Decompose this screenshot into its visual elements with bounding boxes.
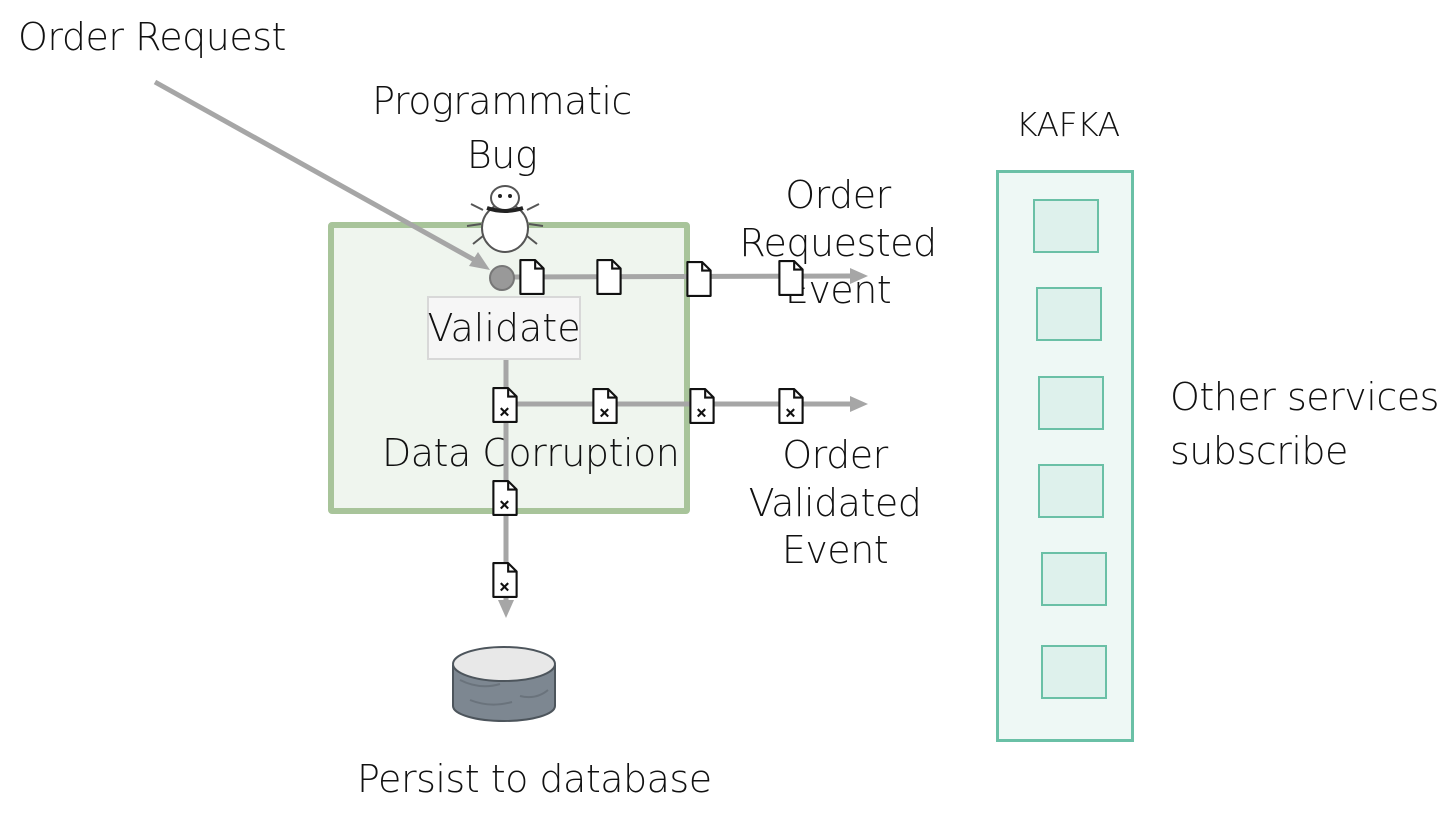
- kafka-partition: [1038, 376, 1104, 430]
- order-validated-arrow: [506, 396, 868, 412]
- order-request-label: Order Request: [18, 15, 286, 59]
- kafka-partition: [1041, 645, 1107, 699]
- validate-box: Validate: [427, 296, 581, 360]
- document-icon: [596, 259, 622, 295]
- kafka-partition: [1036, 287, 1102, 341]
- data-corruption-label: Data Corruption: [382, 431, 680, 475]
- database-icon: [452, 646, 556, 722]
- validate-label: Validate: [427, 306, 581, 350]
- kafka-partition: [1038, 464, 1104, 518]
- corrupted-document-icon: [592, 388, 618, 424]
- other-services-line2: subscribe: [1170, 428, 1348, 473]
- document-icon: [778, 260, 804, 296]
- entry-point-dot: [489, 265, 515, 291]
- order-request-arrow: [153, 79, 490, 270]
- document-icon: [519, 259, 545, 295]
- order-requested-event-label: Order Requested Event: [708, 172, 968, 315]
- corrupted-document-icon: [492, 480, 518, 516]
- order-validated-line2: Event: [781, 528, 889, 572]
- kafka-partition: [1033, 199, 1099, 253]
- programmatic-bug-label: Programmatic Bug: [370, 78, 634, 179]
- corrupted-document-icon: [492, 387, 518, 423]
- kafka-topic: [996, 170, 1134, 742]
- persist-to-database-label: Persist to database: [357, 757, 712, 801]
- order-validated-event-label: Order Validated Event: [716, 432, 954, 575]
- corrupted-document-icon: [492, 562, 518, 598]
- other-services-label: Other services subscribe: [1170, 374, 1439, 475]
- document-icon: [686, 261, 712, 297]
- other-services-line1: Other services: [1170, 375, 1439, 419]
- kafka-label: KAFKA: [1016, 105, 1120, 144]
- order-requested-line1: Order Requested: [739, 173, 937, 265]
- corrupted-document-icon: [689, 388, 715, 424]
- programmatic-bug-line1: Programmatic: [372, 79, 632, 123]
- programmatic-bug-line2: Bug: [466, 132, 538, 177]
- bug-icon: [466, 185, 544, 253]
- corrupted-document-icon: [778, 388, 804, 424]
- order-validated-line1: Order Validated: [748, 433, 922, 525]
- kafka-partition: [1041, 552, 1107, 606]
